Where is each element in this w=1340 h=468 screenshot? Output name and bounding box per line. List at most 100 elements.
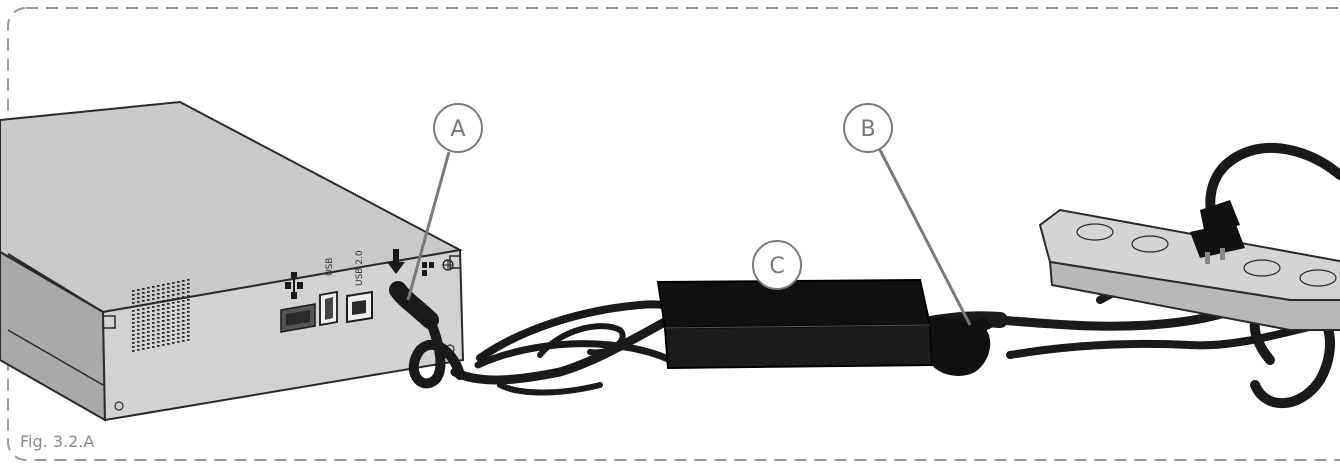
vent-hole [187,315,190,317]
vent-hole [172,302,175,304]
vent-hole [142,308,145,310]
vent-hole [182,320,185,322]
vent-hole [157,333,160,335]
vent-hole [187,307,190,309]
vent-hole [162,288,165,290]
vent-hole [157,345,160,347]
vent-hole [177,317,180,319]
vent-hole [142,348,145,350]
vent-hole [132,342,135,344]
vent-hole [162,308,165,310]
vent-hole [162,296,165,298]
vent-hole [167,283,170,285]
vent-hole [162,312,165,314]
usb-b-port-icon [346,290,373,324]
vent-hole [182,304,185,306]
hard-drive: USB USB 2.0 [0,100,465,422]
vent-hole [172,314,175,316]
vent-hole [167,339,170,341]
vent-hole [177,309,180,311]
vent-hole [147,347,150,349]
vent-hole [152,318,155,320]
vent-hole [162,328,165,330]
vent-hole [157,317,160,319]
vent-hole [177,329,180,331]
power-strip [1038,200,1340,331]
vent-hole [152,286,155,288]
vent-hole [162,300,165,302]
vent-hole [132,318,135,320]
vent-hole [177,341,180,343]
vent-hole [177,285,180,287]
vent-hole [167,327,170,329]
vent-hole [137,325,140,327]
vent-hole [142,292,145,294]
vent-hole [187,327,190,329]
vent-hole [142,344,145,346]
vent-hole [182,296,185,298]
vent-hole [172,334,175,336]
vent-hole [142,312,145,314]
vent-hole [152,290,155,292]
vent-hole [162,332,165,334]
vent-hole [137,317,140,319]
vent-hole [182,292,185,294]
vent-hole [162,292,165,294]
vent-hole [187,339,190,341]
vent-hole [157,285,160,287]
vent-hole [147,315,150,317]
vent-hole [142,304,145,306]
vent-hole [162,344,165,346]
usb-port-icon [319,290,338,327]
vent-hole [147,327,150,329]
vent-hole [162,340,165,342]
vent-hole [177,325,180,327]
vent-hole [147,311,150,313]
vent-hole [132,346,135,348]
vent-hole [177,337,180,339]
callout-b: B [843,103,972,326]
vent-hole [182,280,185,282]
vent-hole [142,324,145,326]
vent-hole [182,300,185,302]
vent-hole [137,321,140,323]
vent-grid [132,279,190,352]
outlet-icon [1076,223,1114,241]
vent-hole [142,300,145,302]
vent-hole [177,313,180,315]
vent-hole [152,306,155,308]
vent-hole [147,339,150,341]
vent-hole [187,291,190,293]
vent-hole [182,308,185,310]
vent-hole [132,326,135,328]
vent-hole [142,332,145,334]
vent-hole [152,298,155,300]
vent-hole [177,293,180,295]
vent-hole [152,310,155,312]
vent-hole [187,287,190,289]
vent-hole [157,309,160,311]
vent-hole [137,329,140,331]
figure-caption: Fig. 3.2.A [20,432,94,451]
vent-hole [172,330,175,332]
vent-hole [137,293,140,295]
ground-icon [422,262,434,276]
callout-label-c: C [769,254,784,279]
power-arrow-icon [387,249,405,274]
vent-hole [152,330,155,332]
vent-hole [167,315,170,317]
vent-hole [162,336,165,338]
vent-hole [162,324,165,326]
callout-a: A [406,103,483,301]
vent-hole [172,290,175,292]
vent-hole [147,287,150,289]
vent-hole [157,321,160,323]
vent-hole [187,335,190,337]
vent-hole [182,332,185,334]
vent-hole [132,322,135,324]
vent-hole [137,341,140,343]
vent-hole [157,337,160,339]
vent-hole [157,341,160,343]
outlet-icon [1299,269,1337,287]
